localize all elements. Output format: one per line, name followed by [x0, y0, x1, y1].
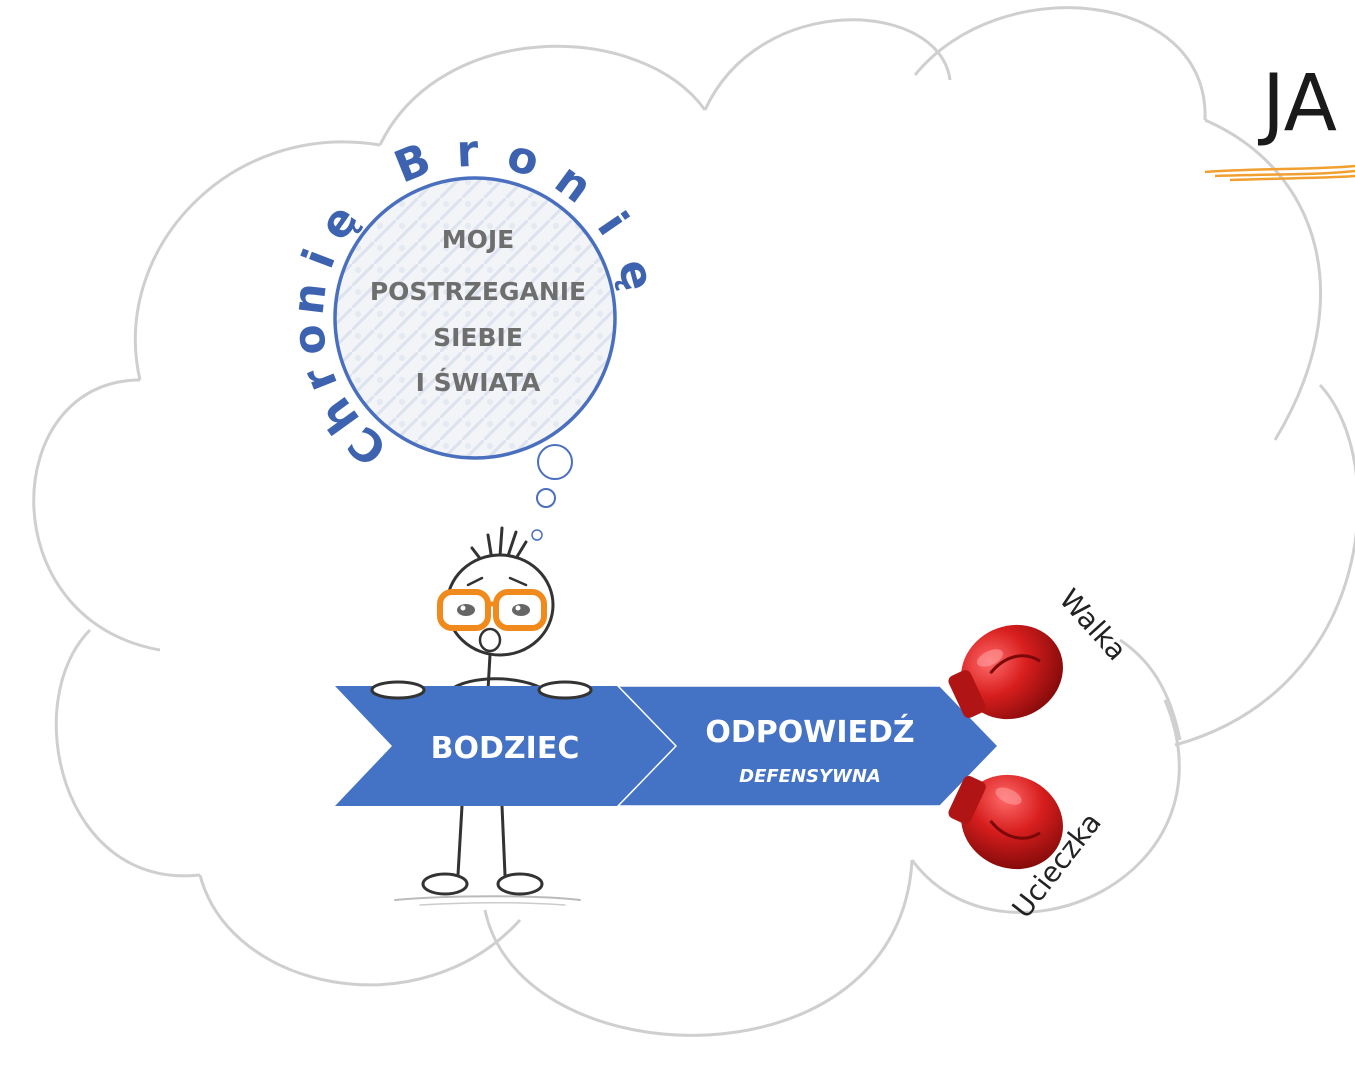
arc-letter-left: i — [293, 243, 346, 275]
arc-letter-left: r — [292, 360, 348, 399]
arc-letter-left: n — [282, 280, 336, 317]
boxing-glove-icon — [948, 624, 1063, 720]
arc-letter-left: o — [283, 321, 338, 358]
hands — [370, 680, 593, 700]
response-sublabel: DEFENSYWNA — [739, 766, 881, 787]
response-label: ODPOWIEDŹ — [705, 714, 914, 750]
stimulus-arrow — [335, 686, 683, 806]
title: JA — [1257, 59, 1337, 149]
bubble-line-1: MOJE — [442, 225, 515, 254]
cloud-icon — [32, 6, 1355, 1037]
bubble-text: MOJE POSTRZEGANIE SIEBIE I ŚWIATA — [370, 225, 586, 397]
bubble-line-3: SIEBIE — [433, 323, 523, 352]
boxing-glove-icon — [948, 774, 1063, 870]
arc-letter-right: r — [455, 126, 479, 178]
bubble-line-2: POSTRZEGANIE — [370, 277, 586, 306]
arc-letter-right: ę — [607, 254, 664, 296]
thought-bubble-icon — [333, 176, 617, 541]
arc-letter-right: o — [501, 130, 545, 188]
bubble-line-4: I ŚWIATA — [416, 367, 541, 397]
glasses-icon — [437, 589, 547, 631]
title-underline — [1204, 164, 1355, 182]
arc-letter-right: i — [587, 203, 638, 244]
stimulus-label: BODZIEC — [431, 731, 580, 766]
response-arrow — [616, 685, 1000, 807]
outcome-fight-label: Walka — [1053, 583, 1134, 667]
